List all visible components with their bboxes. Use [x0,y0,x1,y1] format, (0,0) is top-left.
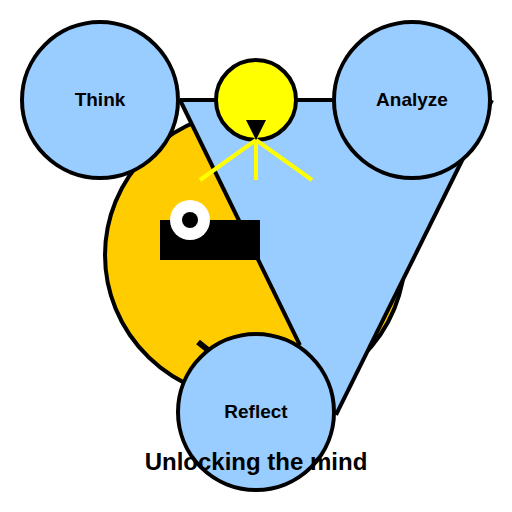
node-label: Analyze [376,89,448,111]
eye-white [170,200,210,240]
node-label: Think [75,89,126,111]
mouth-mark [198,342,208,350]
light-bulb [216,60,296,140]
node-label: Reflect [224,401,287,423]
bulb-base [246,120,266,140]
diagram-title: Unlocking the mind [0,448,512,476]
light-rays [200,140,312,180]
concept-circle: Think [20,20,180,180]
concept-circle: Analyze [332,20,492,180]
eye-pupil [182,212,198,228]
